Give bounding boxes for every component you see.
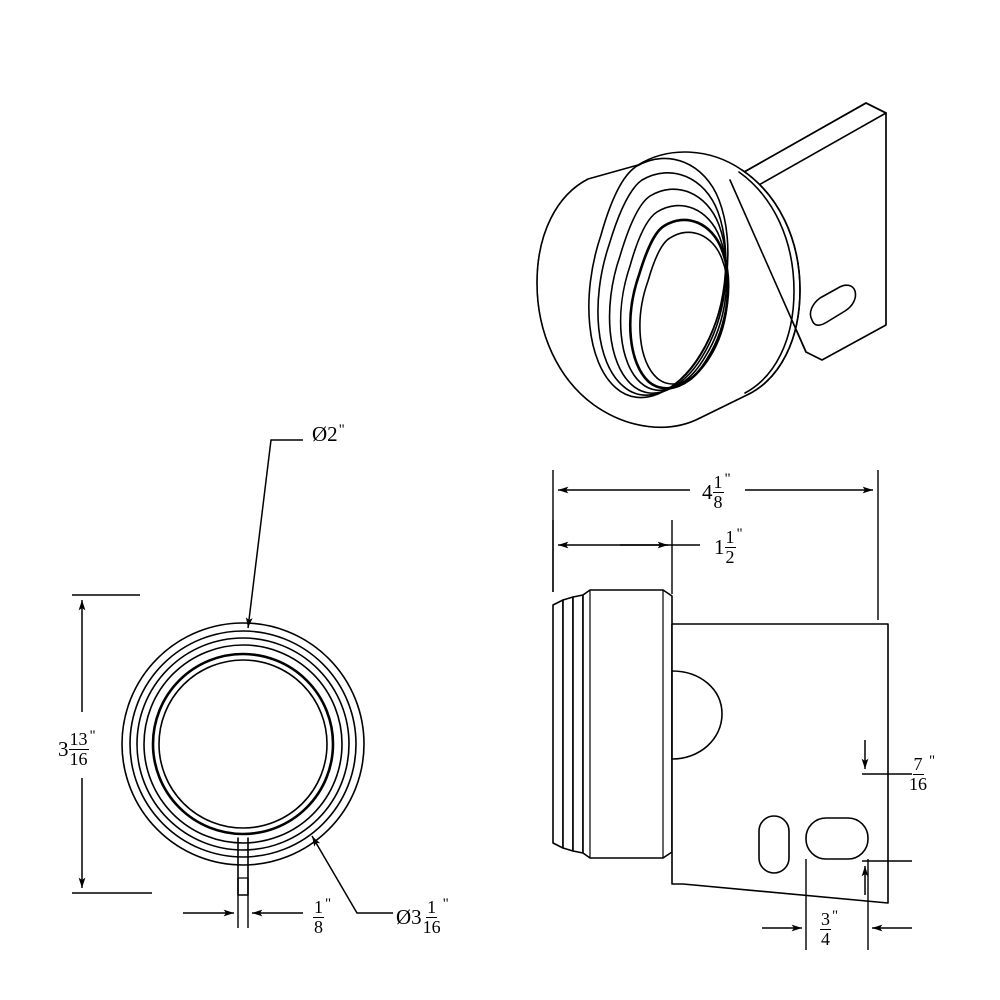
- dim-outer-diameter-numerator: 1: [426, 897, 438, 918]
- dim-slot-width-unit: ": [832, 908, 839, 924]
- dim-barrel-length-whole: 1: [714, 534, 725, 559]
- side-slot-horizontal: [805, 817, 869, 860]
- dim-outer-diameter-whole: 3: [411, 904, 422, 929]
- dim-overall-height-numerator: 13: [68, 729, 89, 750]
- dim-overall-height-denominator: 16: [69, 748, 88, 769]
- dim-barrel-length-unit: ": [736, 526, 743, 542]
- dim-overall-height-unit: ": [89, 728, 96, 744]
- dim-bore-diameter-leader: [245, 439, 303, 629]
- dim-slot-width-denominator: 4: [821, 928, 830, 949]
- side-slot-vertical: [758, 815, 790, 874]
- side-boss-circle: [671, 670, 723, 760]
- side-ring-outer-b: [562, 596, 574, 852]
- side-barrel-body: [582, 589, 673, 859]
- side-mounting-plate: [671, 623, 889, 904]
- dim-slot-width-numerator: 3: [820, 909, 831, 930]
- dim-barrel-length-denominator: 2: [725, 546, 735, 567]
- dim-overall-height-whole: 3: [58, 736, 69, 761]
- front-circle-outer-2: [129, 630, 357, 858]
- front-circle-bore-inner: [158, 659, 328, 829]
- dim-outer-diameter-leader: [311, 835, 393, 914]
- iso-barrel-left-silhouette: [536, 178, 595, 406]
- iso-front-rings: [588, 157, 730, 399]
- iso-barrel-plate-junction: [729, 179, 807, 353]
- dim-slot-height-denominator: 16: [909, 773, 927, 794]
- dim-overall-length-unit: ": [724, 471, 731, 487]
- front-circle-outer-1: [121, 622, 365, 866]
- iso-bore-inner: [639, 231, 729, 385]
- iso-barrel-rear-rim: [741, 169, 801, 395]
- dim-outer-diameter-symbol: Ø: [396, 904, 412, 929]
- dim-outer-diameter-unit: ": [442, 896, 449, 912]
- front-view-dimensions: [72, 439, 393, 928]
- iso-plate-bottom-edge: [805, 351, 823, 361]
- front-circle-outer-3: [136, 637, 350, 851]
- dim-barrel-length-numerator: 1: [724, 527, 736, 548]
- iso-barrel-rear-rim-inner: [738, 171, 795, 394]
- isometric-view: [536, 102, 887, 429]
- dim-overall-length-denominator: 8: [713, 491, 723, 512]
- front-circle-outer-4: [143, 644, 343, 844]
- front-circle-bore-outer: [151, 652, 335, 836]
- dim-overall-length-numerator: 1: [712, 472, 724, 493]
- front-view: [121, 622, 365, 896]
- dim-tab-width-unit: ": [325, 896, 332, 912]
- dim-bore-diameter-symbol: Ø: [312, 422, 328, 446]
- dim-slot-height-unit: ": [929, 753, 936, 769]
- dim-bore-diameter-whole: 2: [327, 422, 338, 446]
- side-ring-outer-c: [572, 594, 584, 854]
- side-view: [552, 589, 889, 904]
- side-view-dimensions: [552, 470, 912, 950]
- iso-plate-slot-depth: [837, 284, 856, 292]
- dim-slot-height-numerator: 7: [912, 754, 924, 775]
- iso-bore-edge: [629, 218, 730, 390]
- side-ring-outer-a: [552, 599, 564, 849]
- iso-barrel-bottom-edge: [593, 393, 750, 428]
- dim-outer-diameter-denominator: 16: [422, 916, 441, 937]
- dim-tab-width-denominator: 8: [314, 916, 323, 937]
- dim-tab-width-numerator: 1: [313, 897, 324, 918]
- dim-overall-length-whole: 4: [702, 479, 713, 504]
- dim-bore-diameter-unit: ": [338, 422, 345, 438]
- front-bottom-tab: [237, 837, 249, 896]
